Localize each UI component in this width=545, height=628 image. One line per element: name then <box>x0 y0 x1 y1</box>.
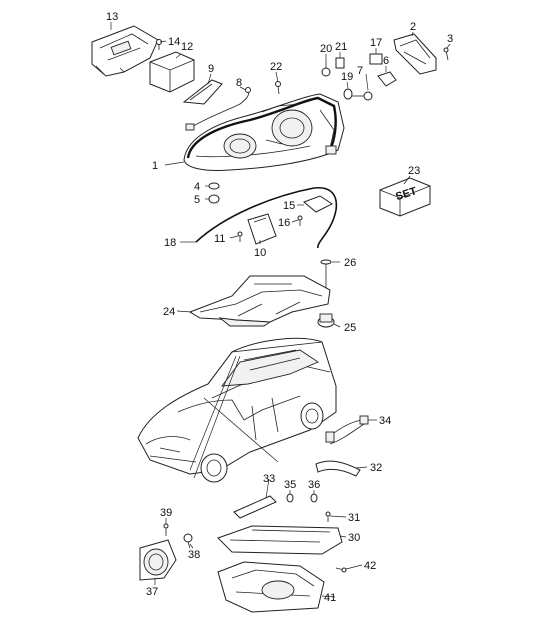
set-box-23[interactable]: SET <box>379 177 431 217</box>
screw-39[interactable] <box>163 523 169 536</box>
callout-6: 6 <box>383 55 389 67</box>
callout-18: 18 <box>164 237 176 249</box>
bulb-35[interactable] <box>286 493 294 503</box>
socket-21[interactable] <box>335 57 345 69</box>
bulb-36[interactable] <box>310 493 318 503</box>
light-strip-33[interactable] <box>233 495 277 519</box>
callout-1: 1 <box>152 160 158 172</box>
fog-light-37[interactable] <box>139 539 177 581</box>
bracket-13[interactable] <box>91 25 159 77</box>
cover-2[interactable] <box>393 33 437 75</box>
callout-9: 9 <box>208 63 214 75</box>
ring-19[interactable] <box>343 88 353 100</box>
callout-7: 7 <box>357 65 363 77</box>
callout-31: 31 <box>348 512 360 524</box>
callout-21: 21 <box>335 41 347 53</box>
light-strip-32[interactable] <box>315 460 361 477</box>
screw-16[interactable] <box>297 215 303 226</box>
callout-labels: 13 14 12 9 8 22 20 21 19 17 7 6 2 3 23 1… <box>106 11 453 604</box>
bulb-20[interactable] <box>321 60 331 77</box>
screw-22[interactable] <box>275 81 281 95</box>
actuator-25[interactable] <box>317 313 335 328</box>
cap-6[interactable] <box>377 71 397 87</box>
screw-11[interactable] <box>237 231 243 242</box>
leader-lines <box>110 22 451 598</box>
bulb-38[interactable] <box>183 533 193 549</box>
callout-35: 35 <box>284 479 296 491</box>
nut-4[interactable] <box>208 182 220 190</box>
screw-26[interactable] <box>320 259 332 290</box>
callout-16: 16 <box>278 217 290 229</box>
bracket-9[interactable] <box>182 79 223 105</box>
callout-13: 13 <box>106 11 118 23</box>
callout-10: 10 <box>254 247 266 259</box>
callout-14: 14 <box>168 36 180 48</box>
callout-5: 5 <box>194 194 200 206</box>
callout-22: 22 <box>270 61 282 73</box>
callout-36: 36 <box>308 479 320 491</box>
screw-42[interactable] <box>335 567 347 573</box>
side-light-30[interactable] <box>217 525 343 555</box>
callout-25: 25 <box>344 322 356 334</box>
callout-42: 42 <box>364 560 376 572</box>
callout-39: 39 <box>160 507 172 519</box>
seal-18[interactable] <box>195 186 338 249</box>
callout-8: 8 <box>236 77 242 89</box>
callout-19: 19 <box>341 71 353 83</box>
vehicle-illustration <box>137 337 337 483</box>
callout-26: 26 <box>344 257 356 269</box>
callout-2: 2 <box>410 21 416 33</box>
callout-37: 37 <box>146 586 158 598</box>
headlight-1[interactable] <box>183 93 345 171</box>
grommet-5[interactable] <box>208 194 220 204</box>
callout-11: 11 <box>214 233 225 245</box>
screw-3[interactable] <box>443 47 449 61</box>
callout-33: 33 <box>263 473 275 485</box>
bulb-7[interactable] <box>352 91 373 101</box>
callout-17: 17 <box>370 37 382 49</box>
screw-14[interactable] <box>156 39 162 51</box>
cover-10[interactable] <box>247 213 277 245</box>
carrier-24[interactable] <box>188 275 331 327</box>
callout-4: 4 <box>194 181 200 193</box>
callout-20: 20 <box>320 43 332 55</box>
callout-23: 23 <box>408 165 420 177</box>
callout-34: 34 <box>379 415 391 427</box>
screw-31[interactable] <box>325 511 331 522</box>
module-15[interactable] <box>303 195 333 213</box>
module-17[interactable] <box>369 53 383 65</box>
harness-34[interactable] <box>325 415 369 445</box>
control-module-12[interactable] <box>149 51 195 93</box>
callout-12: 12 <box>181 41 193 53</box>
callout-3: 3 <box>447 33 453 45</box>
callout-30: 30 <box>348 532 360 544</box>
callout-32: 32 <box>370 462 382 474</box>
callout-38: 38 <box>188 549 200 561</box>
lamp-housing-41[interactable] <box>217 561 325 613</box>
callout-15: 15 <box>283 200 295 212</box>
callout-24: 24 <box>163 306 175 318</box>
callout-41: 41 <box>324 592 336 604</box>
cable-8[interactable] <box>185 87 251 131</box>
